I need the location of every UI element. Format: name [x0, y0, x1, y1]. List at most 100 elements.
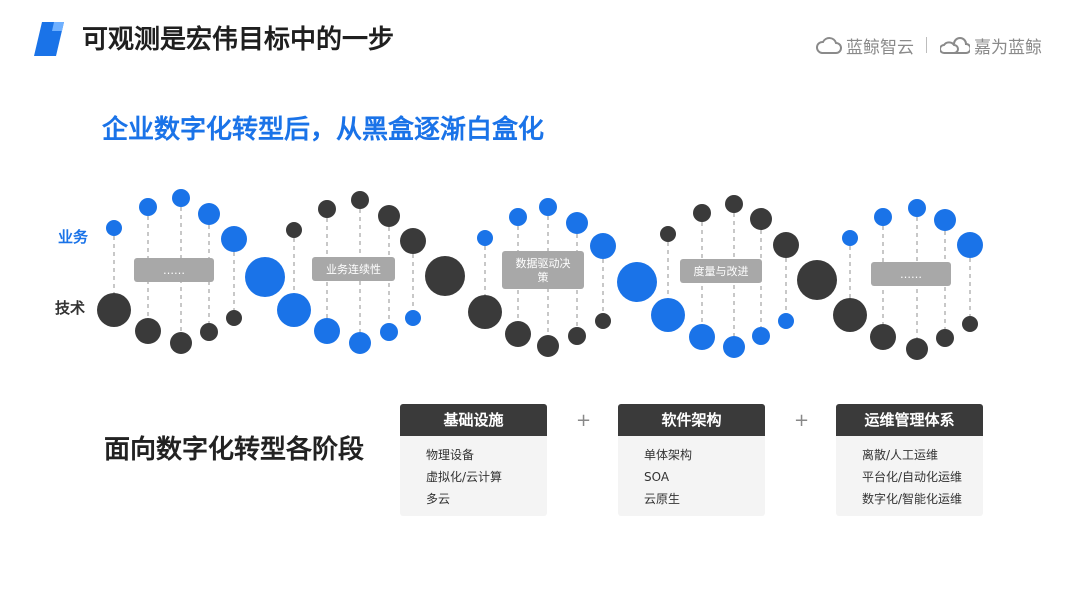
brand-a-text: 蓝鲸智云	[846, 38, 914, 58]
helix-dot-bottom	[651, 298, 685, 332]
stage-card-software-architecture: 软件架构 单体架构 SOA 云原生	[618, 404, 765, 516]
list-item: 多云	[426, 492, 451, 506]
helix-dot-bottom	[936, 329, 954, 347]
card-title: 运维管理体系	[836, 404, 983, 436]
helix-dot-bottom	[468, 295, 502, 329]
helix-dot-bottom	[962, 316, 978, 332]
helix-dot-bottom	[505, 321, 531, 347]
brand-bluking-cloud: 蓝鲸智云	[816, 33, 914, 58]
helix-label-text: ……	[163, 264, 185, 277]
helix-dot-bottom	[97, 293, 131, 327]
helix-dot-top	[400, 228, 426, 254]
helix-dot-top	[509, 208, 527, 226]
helix-dot-top	[139, 198, 157, 216]
helix-label-box	[871, 262, 951, 286]
card-list: 离散/人工运维 平台化/自动化运维 数字化/智能化运维	[836, 436, 983, 510]
helix-dot-top	[318, 200, 336, 218]
helix-dot-top	[286, 222, 302, 238]
helix-dot-top	[957, 232, 983, 258]
helix-dot-top	[198, 203, 220, 225]
plus-sign: +	[576, 410, 592, 431]
helix-dot-top	[725, 195, 743, 213]
brand-divider	[926, 37, 927, 53]
helix-dot-top	[172, 189, 190, 207]
helix-dot-bottom	[778, 313, 794, 329]
helix-dot-bottom	[405, 310, 421, 326]
helix-crossover-dot	[425, 256, 465, 296]
list-item: 平台化/自动化运维	[862, 470, 963, 484]
helix-dot-top	[106, 220, 122, 236]
stages-label: 面向数字化转型各阶段	[104, 435, 365, 465]
helix-dot-top	[351, 191, 369, 209]
helix-label-text: 数据驱动决策	[516, 256, 571, 284]
list-item: 物理设备	[426, 448, 475, 462]
helix-dot-bottom	[568, 327, 586, 345]
helix-dot-bottom	[595, 313, 611, 329]
list-item: 数字化/智能化运维	[862, 492, 963, 506]
helix-dot-top	[693, 204, 711, 222]
card-list: 物理设备 虚拟化/云计算 多云	[400, 436, 547, 510]
list-item: SOA	[644, 470, 670, 484]
subtitle: 企业数字化转型后，从黑盒逐渐白盒化	[102, 115, 545, 145]
helix-dot-top	[660, 226, 676, 242]
helix-dot-top	[539, 198, 557, 216]
logo-mark-icon	[34, 22, 64, 56]
helix-crossover-dot	[245, 257, 285, 297]
helix-dot-bottom	[833, 298, 867, 332]
helix-label-text: 度量与改进	[694, 264, 749, 278]
stage-card-infrastructure: 基础设施 物理设备 虚拟化/云计算 多云	[400, 404, 547, 516]
list-item: 单体架构	[644, 448, 693, 462]
helix-label-boxes: …… 业务连续性 数据驱动决策 度量与改进 ……	[134, 251, 951, 289]
helix-dot-bottom	[380, 323, 398, 341]
helix-label-text: ……	[900, 268, 922, 281]
helix-dot-top	[842, 230, 858, 246]
helix-label-text: 业务连续性	[326, 262, 381, 276]
helix-label-box	[502, 251, 584, 289]
helix-dot-top	[908, 199, 926, 217]
helix-dot-top	[750, 208, 772, 230]
helix-dot-top	[934, 209, 956, 231]
brand-b-text: 嘉为蓝鲸	[974, 38, 1042, 58]
card-list: 单体架构 SOA 云原生	[618, 436, 765, 510]
helix-dot-bottom	[314, 318, 340, 344]
helix-dot-top	[773, 232, 799, 258]
helix-dot-bottom	[537, 335, 559, 357]
helix-dot-top	[378, 205, 400, 227]
helix-dot-top	[590, 233, 616, 259]
list-item: 离散/人工运维	[862, 448, 939, 462]
helix-label-box	[680, 259, 762, 283]
list-item: 云原生	[644, 492, 681, 506]
helix-crossover-dot	[617, 262, 657, 302]
helix-dot-bottom	[906, 338, 928, 360]
helix-dot-bottom	[870, 324, 896, 350]
list-item: 虚拟化/云计算	[426, 470, 503, 484]
helix-dot-top	[477, 230, 493, 246]
helix-label-box	[312, 257, 395, 281]
helix-dots	[97, 189, 983, 360]
stage-card-ops-management: 运维管理体系 离散/人工运维 平台化/自动化运维 数字化/智能化运维	[836, 404, 983, 516]
helix-dot-bottom	[226, 310, 242, 326]
plus-sign: +	[794, 410, 810, 431]
helix-dot-bottom	[135, 318, 161, 344]
helix-dot-bottom	[170, 332, 192, 354]
double-cloud-logo-icon	[940, 36, 970, 54]
helix-dot-bottom	[723, 336, 745, 358]
helix-crossover-dot	[797, 260, 837, 300]
row-label-business: 业务	[58, 228, 89, 246]
helix-dot-top	[221, 226, 247, 252]
helix-dot-bottom	[752, 327, 770, 345]
helix-dot-top	[874, 208, 892, 226]
helix-dot-bottom	[200, 323, 218, 341]
helix-dot-bottom	[277, 293, 311, 327]
helix-dot-bottom	[349, 332, 371, 354]
cloud-logo-icon	[816, 36, 842, 54]
helix-dot-bottom	[689, 324, 715, 350]
card-title: 基础设施	[400, 404, 547, 436]
brand-canway-bluking: 嘉为蓝鲸	[940, 33, 1042, 58]
helix-label-box	[134, 258, 214, 282]
page-title: 可观测是宏伟目标中的一步	[82, 25, 395, 55]
row-label-technology: 技术	[55, 299, 86, 317]
helix-dot-top	[566, 212, 588, 234]
card-title: 软件架构	[618, 404, 765, 436]
